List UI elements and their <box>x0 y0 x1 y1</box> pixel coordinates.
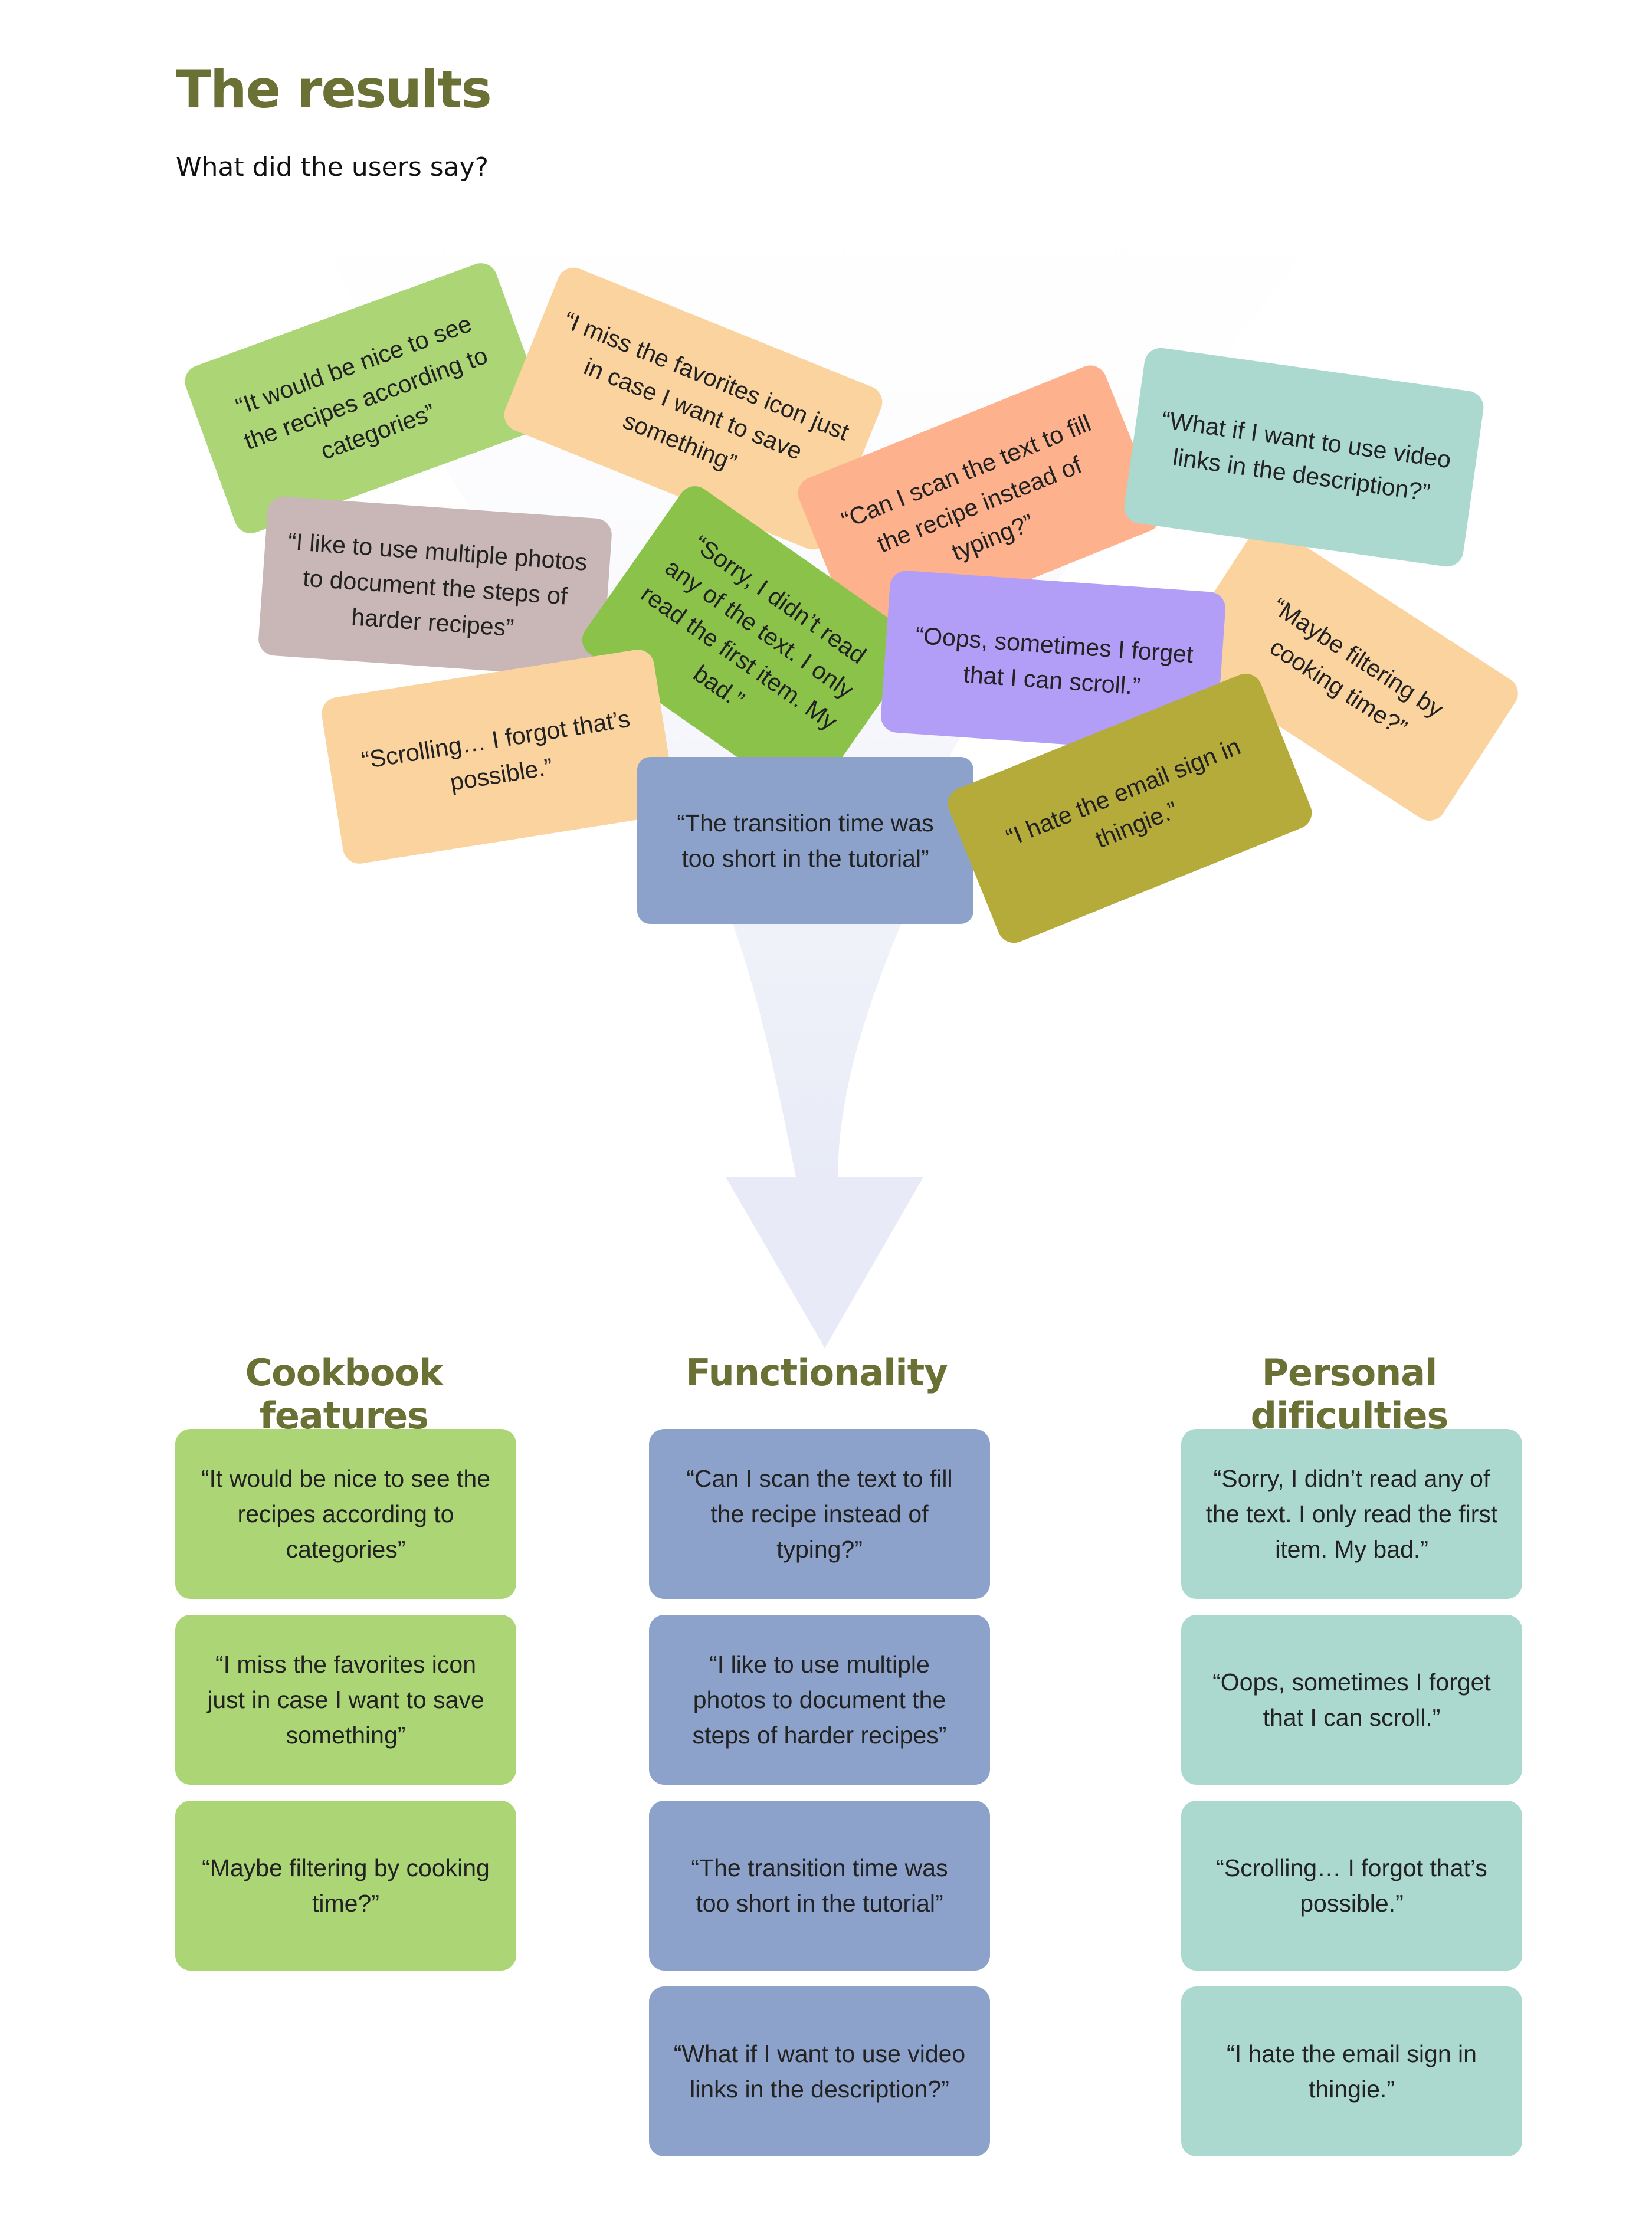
note-transition-time: “The transition time was too short in th… <box>637 757 974 924</box>
cookbook-card-1: “It would be nice to see the recipes acc… <box>175 1429 516 1599</box>
functionality-card-4: “What if I want to use video links in th… <box>649 1986 990 2156</box>
cookbook-card-2: “I miss the favorites icon just in case … <box>175 1615 516 1785</box>
page-title: The results <box>176 59 492 120</box>
column-title-cookbook-features: Cookbook features <box>245 1351 444 1437</box>
difficulties-card-2: “Oops, sometimes I forget that I can scr… <box>1181 1615 1522 1785</box>
funnel-arrow-head <box>726 1177 923 1348</box>
difficulties-card-4: “I hate the email sign in thingie.” <box>1181 1986 1522 2156</box>
functionality-card-1: “Can I scan the text to fill the recipe … <box>649 1429 990 1599</box>
page-subtitle: What did the users say? <box>176 152 489 182</box>
cookbook-card-3: “Maybe filtering by cooking time?” <box>175 1801 516 1971</box>
column-title-functionality: Functionality <box>686 1351 948 1394</box>
column-title-personal-dificulties: Personal dificulties <box>1250 1351 1449 1437</box>
note-multiple-photos: “I like to use multiple photos to docume… <box>257 495 613 679</box>
functionality-card-2: “I like to use multiple photos to docume… <box>649 1615 990 1785</box>
functionality-card-3: “The transition time was too short in th… <box>649 1801 990 1971</box>
difficulties-card-1: “Sorry, I didn’t read any of the text. I… <box>1181 1429 1522 1599</box>
difficulties-card-3: “Scrolling… I forgot that’s possible.” <box>1181 1801 1522 1971</box>
